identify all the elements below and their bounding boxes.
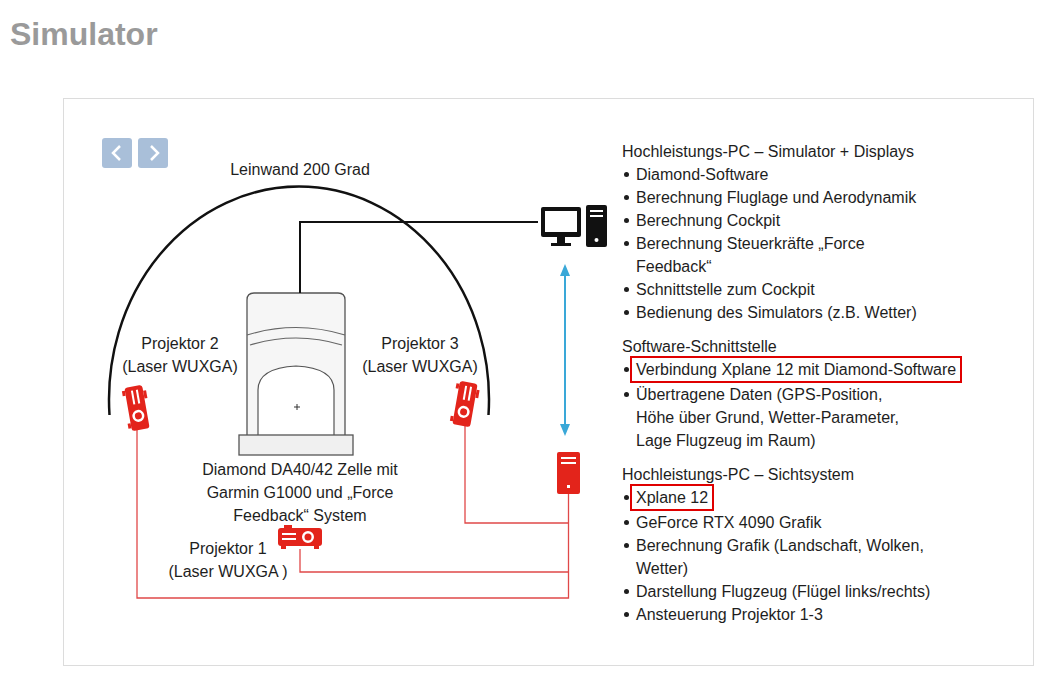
monitor — [541, 207, 581, 237]
cockpit-base — [239, 435, 353, 455]
canopy-line — [250, 338, 342, 345]
bullet-dot — [624, 218, 629, 223]
monitor-screen — [545, 211, 577, 232]
center-mark — [294, 404, 300, 410]
nav-buttons — [102, 138, 168, 168]
pc-tower — [557, 452, 580, 494]
power-button — [567, 485, 570, 488]
node-text: Projektor 1 (Laser WUXGA ) — [166, 537, 290, 583]
video-cables — [137, 426, 569, 598]
pc-tower — [586, 205, 607, 247]
node-text: Projektor 3 (Laser WUXGA) — [358, 332, 482, 378]
arrow-shaft — [564, 273, 566, 427]
drive-slot — [590, 210, 603, 212]
bullet-text: Ansteuerung Projektor 1-3 — [636, 603, 1021, 626]
projector-label: Projektor 2 (Laser WUXGA) — [118, 332, 242, 378]
bullet-text: Übertragene Daten (GPS-Position, Höhe üb… — [636, 383, 916, 452]
monitor-stand — [557, 237, 565, 243]
bullet-dot — [624, 589, 629, 594]
video-cable — [137, 430, 569, 598]
bullet-dot — [624, 310, 629, 315]
bullet-text: Berechnung Fluglage und Aerodynamik — [636, 186, 1021, 209]
chevron-right — [151, 146, 158, 160]
prev-button — [102, 138, 132, 168]
data-cable — [300, 222, 538, 293]
screen-label: Leinwand 200 Grad — [230, 158, 370, 181]
panel-frame — [64, 99, 1034, 666]
video-cable — [465, 426, 569, 523]
bullet-text: Berechnung Steuerkräfte „Force Feedback“ — [636, 232, 898, 278]
cockpit-label: Diamond DA40/42 Zelle mit Garmin G1000 u… — [193, 458, 408, 527]
section-heading: Software-Schnittstelle — [622, 335, 1027, 358]
arrow-head — [560, 424, 570, 436]
chevron-left — [113, 146, 120, 160]
node-text: Verbindung Xplane 12 mit Diamond-Softwar… — [636, 358, 956, 381]
bullet-text: GeForce RTX 4090 Grafik — [636, 511, 1021, 534]
projector-icon — [449, 380, 480, 427]
next-button — [138, 138, 168, 168]
projector-icon — [278, 525, 322, 549]
bullet-dot — [624, 495, 629, 500]
bullet-text: Schnittstelle zum Cockpit — [636, 278, 1021, 301]
visual-pc-icon — [557, 452, 580, 494]
bullet-dot — [624, 543, 629, 548]
power-button — [595, 238, 599, 242]
arrow-head — [560, 264, 570, 276]
bullet-dot — [624, 367, 629, 372]
video-cable — [300, 549, 569, 572]
highlight-box: Xplane 12 — [630, 484, 714, 511]
projector-label: Projektor 1 (Laser WUXGA ) — [166, 537, 290, 583]
bullet-dot — [624, 520, 629, 525]
node-text: Diamond DA40/42 Zelle mit Garmin G1000 u… — [193, 458, 408, 527]
page-title: Simulator — [10, 14, 158, 54]
bullet-text: Berechnung Cockpit — [636, 209, 1021, 232]
simulator-pc-icon — [541, 205, 607, 247]
bullet-dot — [624, 241, 629, 246]
bullet-text: Diamond-Software — [636, 163, 1021, 186]
node-text: Xplane 12 — [636, 486, 708, 509]
section-heading: Hochleistungs-PC – Sichtsystem — [622, 463, 1027, 486]
projector-label: Projektor 3 (Laser WUXGA) — [358, 332, 482, 378]
section-heading: Hochleistungs-PC – Simulator + Displays — [622, 140, 1027, 163]
bullet-text: Berechnung Grafik (Landschaft, Wolken, W… — [636, 534, 966, 580]
bullet-text: Bedienung des Simulators (z.B. Wetter) — [636, 301, 1021, 324]
bullet-dot — [624, 392, 629, 397]
monitor-foot — [551, 243, 571, 246]
bullet-text: Darstellung Flugzeug (Flügel links/recht… — [636, 580, 1021, 603]
link-double-arrow — [560, 264, 570, 436]
drive-slot — [590, 215, 603, 217]
cockpit-body — [247, 293, 345, 440]
node-text: Projektor 2 (Laser WUXGA) — [118, 332, 242, 378]
canopy-line — [247, 328, 345, 336]
highlight-box: Verbindung Xplane 12 mit Diamond-Softwar… — [630, 356, 962, 383]
bullet-dot — [624, 612, 629, 617]
bullet-dot — [624, 195, 629, 200]
drive-slot — [561, 457, 576, 459]
projector-icon — [121, 384, 152, 431]
cockpit-drawing — [239, 293, 353, 455]
bullet-dot — [624, 287, 629, 292]
cockpit-opening — [258, 366, 334, 435]
bullet-dot — [624, 172, 629, 177]
drive-slot — [561, 462, 576, 464]
